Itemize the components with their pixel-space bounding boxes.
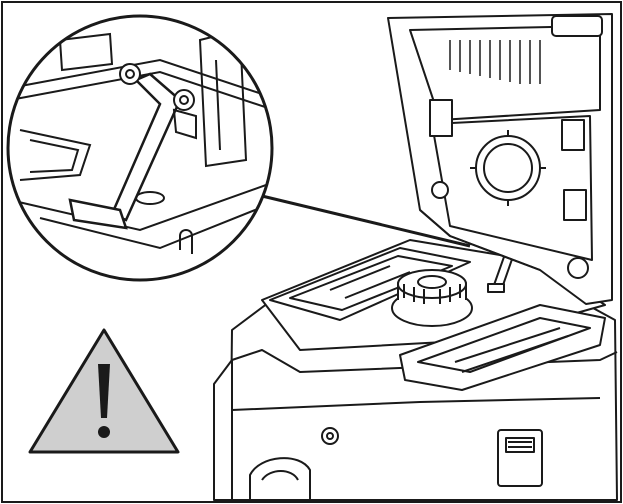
detail-back-block (58, 32, 114, 72)
detail-cavity-left (19, 129, 92, 181)
lid-heater-window (483, 143, 533, 193)
detail-cavity-left-inner (29, 139, 80, 173)
lid-bottom-edge (419, 209, 541, 271)
detail-floor-edge (9, 179, 272, 232)
detail-pin (179, 229, 193, 254)
housing-side (213, 359, 233, 501)
detail-tool-bracket (172, 108, 197, 140)
right-tray-inner (417, 317, 591, 373)
lid-top-panel (409, 25, 601, 121)
detail-tool-screw-top-center (125, 69, 135, 79)
sensor-base (487, 283, 505, 293)
tray-slot (329, 265, 391, 291)
detail-tool-screw-right (173, 89, 195, 111)
warning-exclamation-bar (98, 364, 110, 418)
lid-screw (431, 181, 449, 199)
sample-pan-hub (417, 275, 447, 289)
detail-wall-slot (215, 59, 221, 151)
tray-slot (454, 327, 561, 363)
latch-grip (505, 437, 535, 453)
left-tray-inner (289, 255, 453, 311)
detail-rail-top-inner (9, 70, 272, 113)
lid-clip-right (561, 119, 585, 151)
lid-vents (449, 40, 541, 84)
detail-floor-edge-lower (39, 199, 272, 250)
instrument-body (213, 13, 618, 501)
housing-top-edge (231, 349, 618, 373)
housing-seam (231, 397, 601, 411)
housing-screw-center (326, 432, 334, 440)
lid-hinge-knob (567, 257, 589, 279)
callout-leader-line (261, 194, 471, 248)
left-tray (269, 247, 471, 321)
lid-clip-right-lower (563, 189, 587, 221)
detail-tool-screw-top (119, 63, 141, 85)
detail-tool-foot (68, 198, 128, 230)
warning-exclamation-dot (98, 426, 110, 438)
lid-handle (551, 15, 603, 37)
front-knob-ring (261, 470, 299, 481)
front-knob (249, 457, 311, 501)
detail-l-tool (110, 72, 182, 222)
lid-clip-left (429, 99, 453, 137)
tray-slot (461, 335, 569, 373)
detail-tool-screw-right-center (179, 95, 189, 105)
detail-magnifier (6, 14, 274, 282)
detail-rail-top (9, 58, 272, 101)
warning-icon (28, 328, 180, 454)
tray-slot (344, 271, 411, 299)
